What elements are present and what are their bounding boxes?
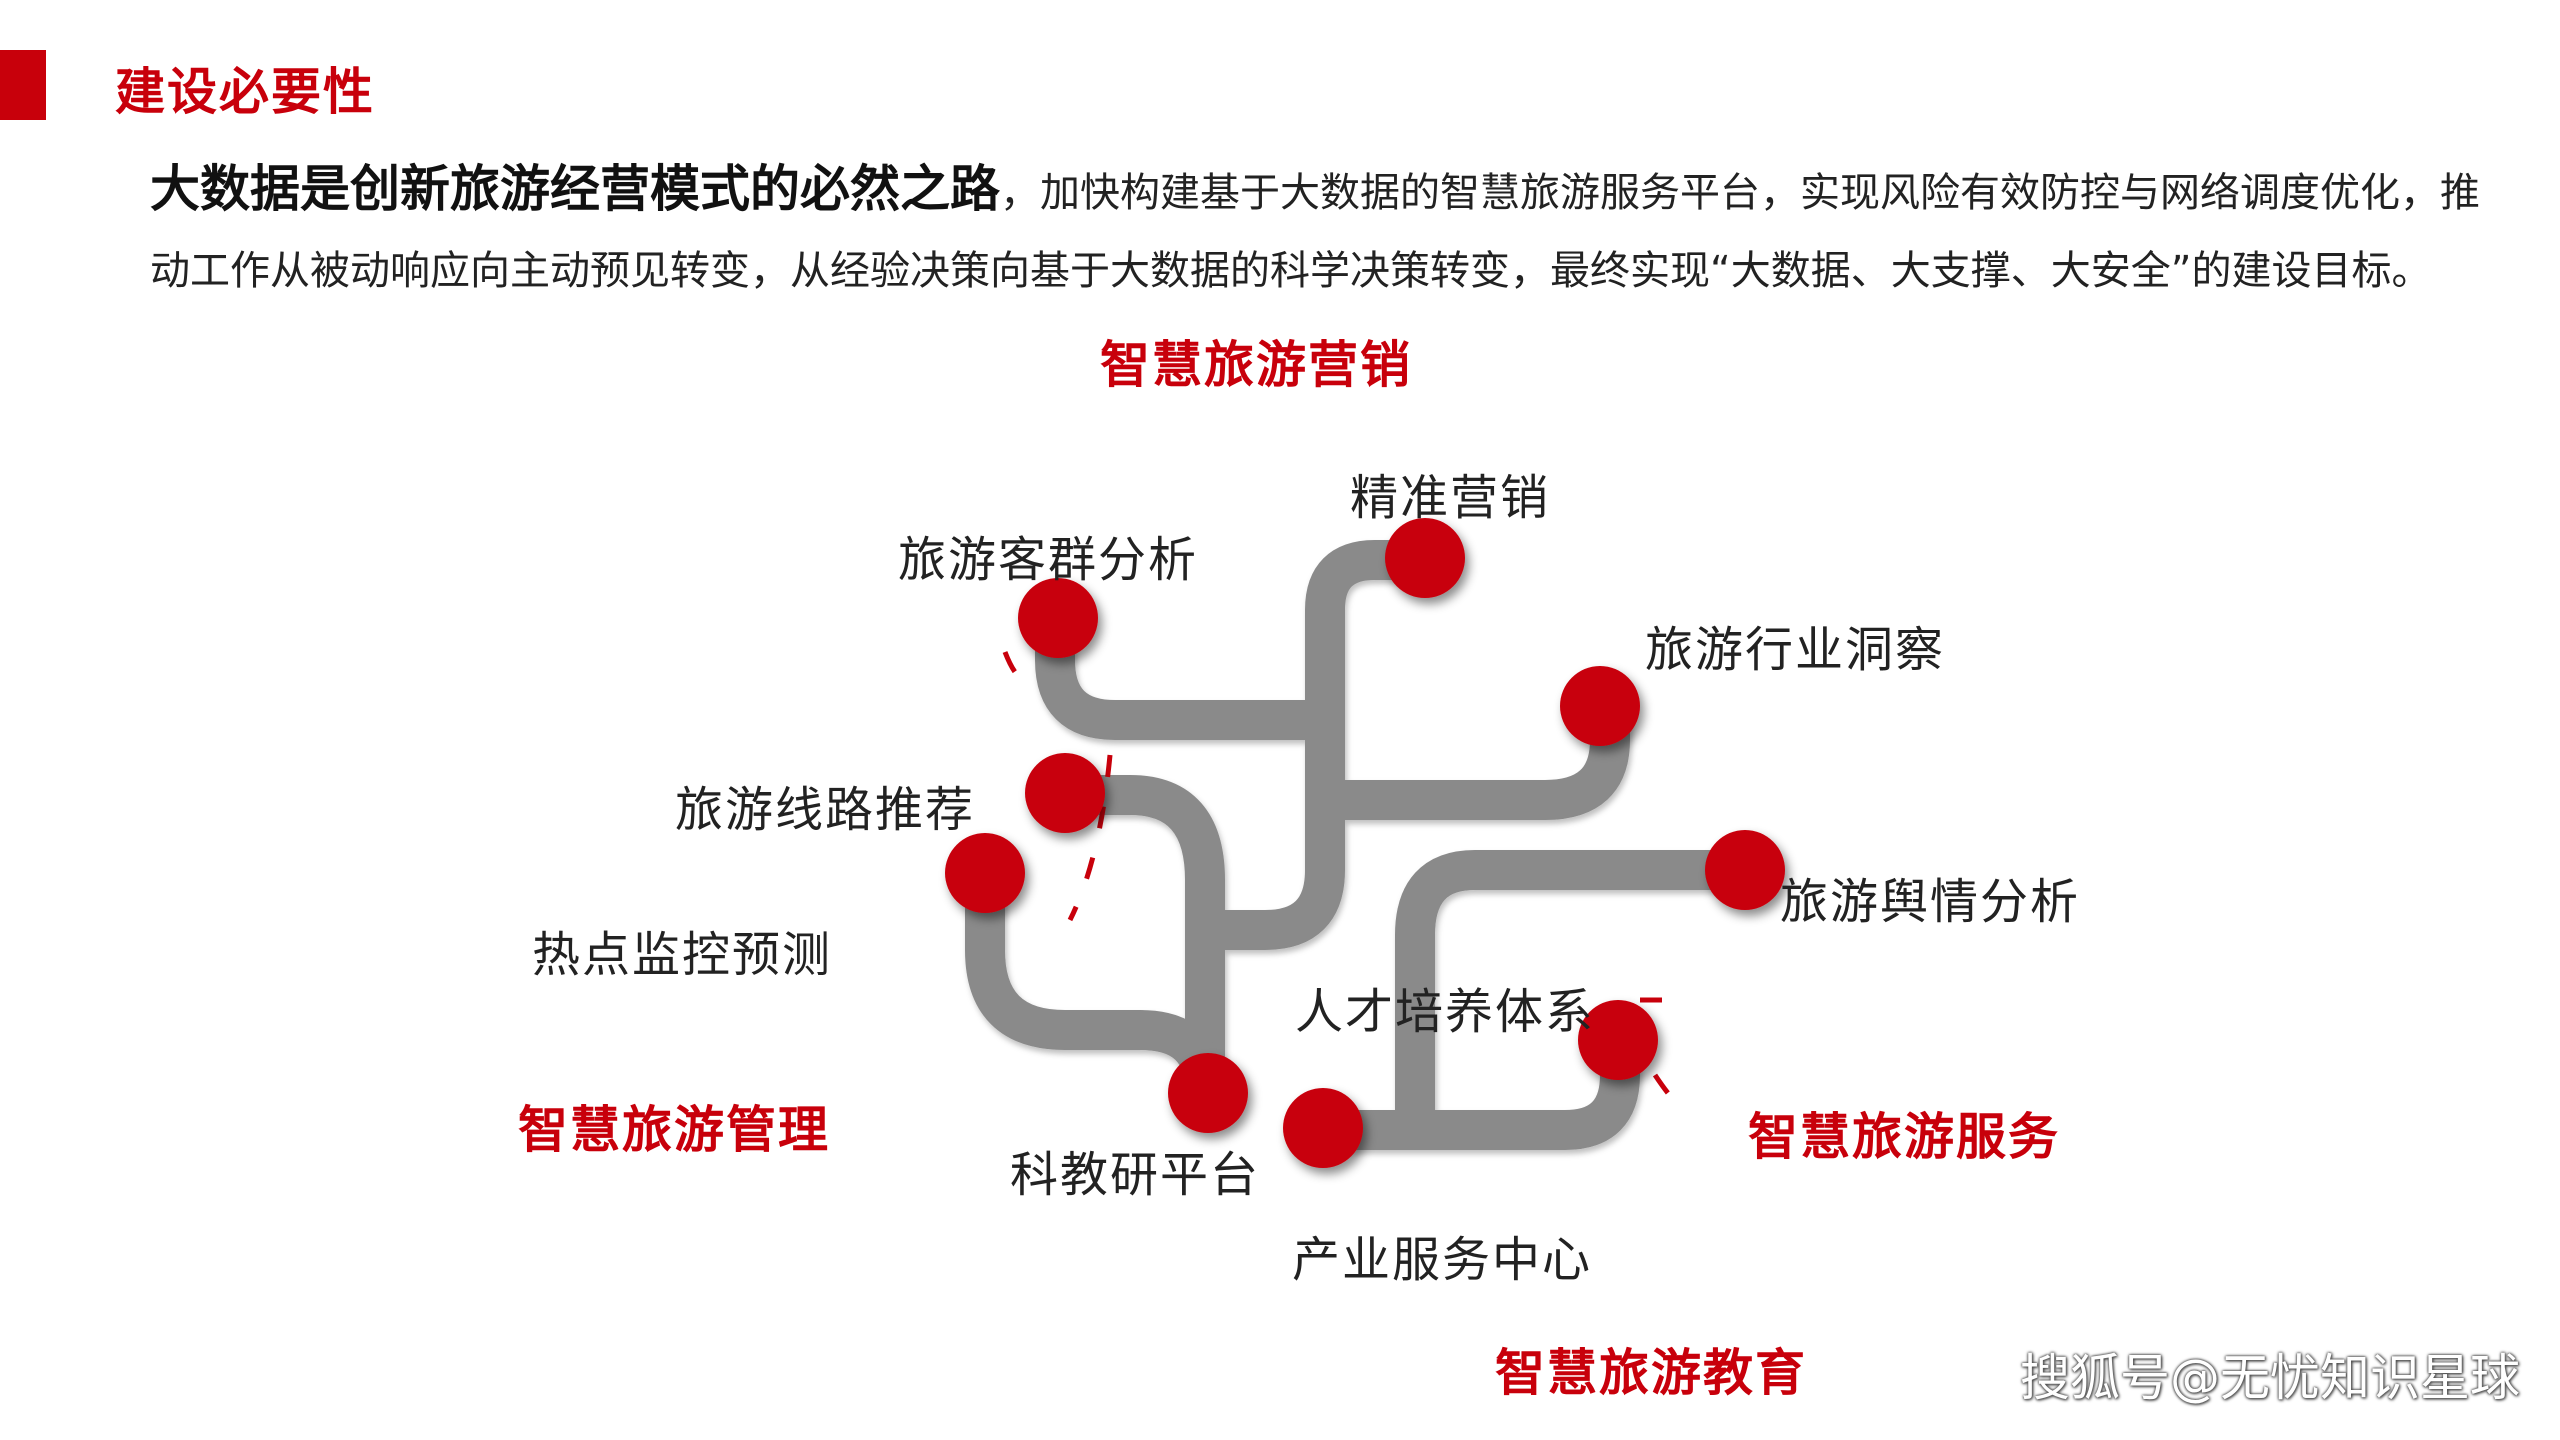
pipe-public-opinion — [1395, 850, 1760, 1150]
pipe-hotspot-monitoring — [965, 855, 1225, 1110]
node-research-platform — [1168, 1053, 1248, 1133]
category-education: 智慧旅游教育 — [1495, 1344, 1807, 1402]
watermark: 搜狐号@无忧知识星球 — [2020, 1349, 2520, 1407]
intro-body: ，加快构建基于大数据的智慧旅游服务平台，实现风险有效防控与网络调度优化，推动工作… — [150, 170, 2480, 294]
pipe-route-recommendation — [1045, 775, 1225, 1110]
label-precise-marketing: 精准营销 — [1350, 470, 1551, 526]
connector-dashes — [1002, 651, 1674, 1100]
node-route-recommendation — [1025, 753, 1105, 833]
node-precise-marketing — [1385, 518, 1465, 598]
intro-paragraph: 大数据是创新旅游经营模式的必然之路，加快构建基于大数据的智慧旅游服务平台，实现风… — [150, 150, 2480, 310]
page-title: 建设必要性 — [115, 63, 375, 121]
category-marketing: 智慧旅游营销 — [1100, 336, 1412, 394]
intro-lead: 大数据是创新旅游经营模式的必然之路 — [150, 160, 1000, 218]
label-talent-training: 人才培养体系 — [1295, 984, 1596, 1040]
label-industry-insight: 旅游行业洞察 — [1645, 622, 1946, 678]
node-industry-insight — [1560, 666, 1640, 746]
dash-talent-2 — [1652, 1073, 1674, 1100]
label-research-platform: 科教研平台 — [1010, 1147, 1261, 1203]
pipe-precise-marketing — [1205, 540, 1438, 950]
node-hotspot-monitoring — [945, 833, 1025, 913]
category-management: 智慧旅游管理 — [518, 1101, 830, 1159]
node-tourist-group-analysis — [1018, 578, 1098, 658]
node-public-opinion-analysis — [1705, 830, 1785, 910]
label-tourist-group-analysis: 旅游客群分析 — [898, 532, 1199, 588]
pipe-industry-insight — [1305, 685, 1630, 820]
label-industry-service-center: 产业服务中心 — [1292, 1232, 1593, 1288]
label-hotspot-monitoring: 热点监控预测 — [532, 927, 833, 983]
node-industry-service-center — [1283, 1088, 1363, 1168]
nodes — [945, 518, 1785, 1168]
dash-tourist-group — [1002, 651, 1018, 674]
node-talent-training — [1578, 1000, 1658, 1080]
title-accent-bar — [0, 50, 46, 120]
pipe-tourist-group — [1035, 598, 1345, 740]
category-service: 智慧旅游服务 — [1748, 1108, 2060, 1166]
label-public-opinion-analysis: 旅游舆情分析 — [1780, 874, 2081, 930]
pipe-industry-service — [1302, 1020, 1640, 1150]
label-route-recommendation: 旅游线路推荐 — [675, 782, 976, 838]
